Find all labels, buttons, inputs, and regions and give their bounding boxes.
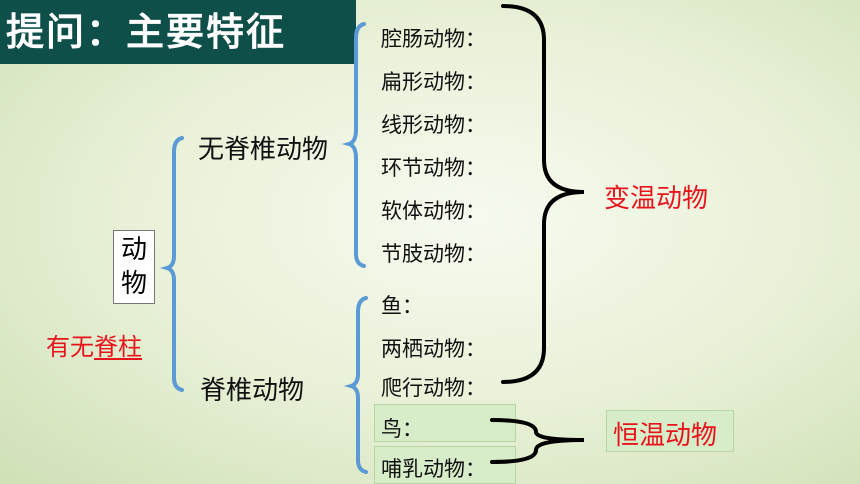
vertebrate-item-2: 爬行动物： (381, 376, 486, 400)
vertebrate-item-1: 两栖动物： (381, 337, 486, 361)
group-warm-blooded: 恒温动物 (613, 421, 718, 451)
bird-highlight (374, 404, 516, 442)
group-cold-blooded: 变温动物 (604, 184, 709, 214)
invertebrate-item-4: 软体动物： (381, 199, 486, 223)
brace-root (159, 136, 184, 392)
criterion-label: 有无脊柱 (46, 327, 142, 362)
invertebrate-item-2: 线形动物： (381, 113, 486, 137)
branch-invertebrate: 无脊椎动物 (198, 135, 329, 165)
brace-vertebrate (343, 296, 368, 474)
root-animal-box: 动 物 (113, 230, 155, 304)
vertebrate-item-4: 哺乳动物： (381, 457, 486, 481)
brace-invertebrate (341, 22, 366, 268)
root-label-line1: 动 (120, 235, 147, 265)
invertebrate-item-3: 环节动物： (381, 156, 486, 180)
invertebrate-item-5: 节肢动物： (381, 242, 486, 266)
brace-cold-blooded (501, 4, 585, 384)
vertebrate-item-0: 鱼： (381, 294, 423, 318)
invertebrate-item-1: 扁形动物： (381, 70, 486, 94)
warm-blooded-box (606, 410, 734, 452)
criterion-prefix: 有无 (46, 333, 94, 361)
vertebrate-item-3: 鸟： (381, 417, 423, 441)
invertebrate-item-0: 腔肠动物： (381, 27, 486, 51)
root-label-line2: 物 (120, 269, 147, 299)
criterion-emphasis: 脊柱 (94, 333, 142, 361)
branch-vertebrate: 脊椎动物 (200, 376, 305, 406)
brace-warm-blooded (490, 418, 585, 464)
slide-title: 提问：主要特征 (0, 0, 356, 64)
